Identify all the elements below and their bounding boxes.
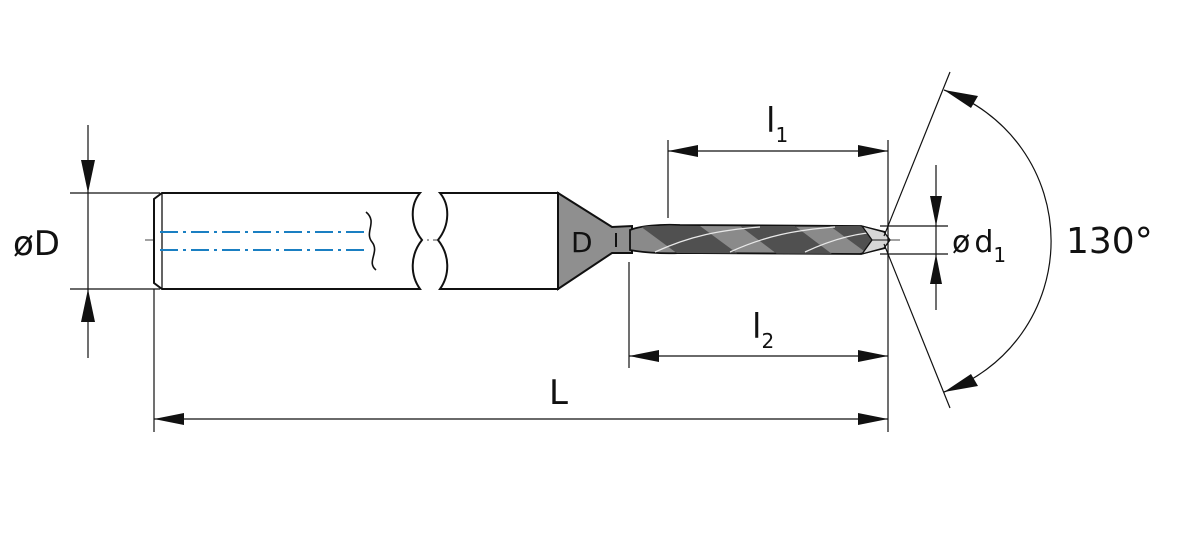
total-length-label: L [549, 373, 568, 413]
coolant-channels [160, 231, 368, 251]
l2-label: l2 [752, 307, 774, 353]
dim-l1 [667, 140, 889, 432]
dim-shank-diameter [70, 125, 160, 358]
point-angle-label: 130° [1066, 221, 1153, 262]
dim-tip-diameter [880, 165, 948, 310]
fluted-body [629, 223, 891, 256]
break-symbol [365, 211, 377, 271]
shank-right [436, 192, 559, 290]
l1-label: l1 [766, 101, 788, 147]
neck-transition [557, 191, 633, 291]
shank-left [153, 192, 424, 290]
dim-l2 [628, 262, 888, 368]
dim-point-angle [883, 71, 1052, 409]
shank-mark-label: D [571, 226, 593, 259]
dim-total-length [153, 289, 888, 432]
shank-diameter-label: øD [13, 224, 60, 264]
